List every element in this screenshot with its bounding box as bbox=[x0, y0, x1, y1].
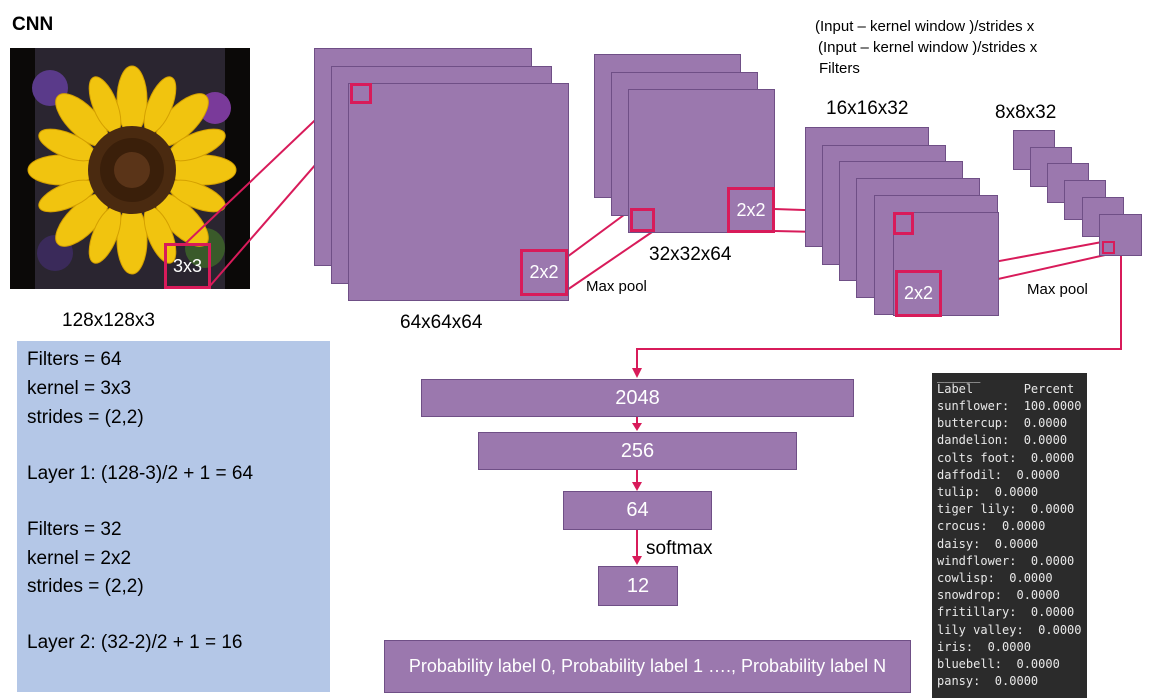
console-row: pansy: 0.0000 bbox=[937, 674, 1039, 688]
info-layer-2: Layer 2: (32-2)/2 + 1 = 16 bbox=[27, 632, 243, 653]
dense-256-label: 256 bbox=[620, 439, 655, 462]
console-row: daffodil: 0.0000 bbox=[937, 468, 1060, 482]
info-filters-1: Filters = 64 bbox=[27, 349, 122, 370]
conv2-dims: 16x16x32 bbox=[826, 98, 909, 119]
conv1-pool-label: 2x2 bbox=[529, 262, 559, 282]
console-row: sunflower: 100.0000 bbox=[937, 399, 1082, 413]
max-pool-label-1: Max pool bbox=[586, 278, 647, 295]
info-strides-1: strides = (2,2) bbox=[27, 407, 144, 428]
console-row: windflower: 0.0000 bbox=[937, 554, 1075, 568]
softmax-label: softmax bbox=[646, 538, 713, 559]
dense-output-12: 12 bbox=[598, 566, 678, 606]
conv2-map-6 bbox=[893, 212, 999, 316]
pool2-map-6 bbox=[1099, 214, 1142, 256]
formula-line-3: Filters bbox=[819, 60, 860, 77]
probability-output-box: Probability label 0, Probability label 1… bbox=[384, 640, 911, 693]
console-row: dandelion: 0.0000 bbox=[937, 433, 1068, 447]
sunflower-illustration bbox=[10, 48, 250, 289]
dense-2048: 2048 bbox=[421, 379, 854, 417]
conv1-dims: 64x64x64 bbox=[400, 312, 483, 333]
console-row: tiger lily: 0.0000 bbox=[937, 502, 1075, 516]
probability-output-text: Probability label 0, Probability label 1… bbox=[408, 656, 887, 676]
dense-output-label: 12 bbox=[626, 574, 650, 597]
diagram-title: CNN bbox=[12, 14, 54, 35]
info-layer-1: Layer 1: (128-3)/2 + 1 = 64 bbox=[27, 463, 254, 484]
console-row: tulip: 0.0000 bbox=[937, 485, 1039, 499]
dense-64-label: 64 bbox=[626, 499, 649, 521]
input-dims: 128x128x3 bbox=[62, 310, 155, 331]
info-kernel-1: kernel = 3x3 bbox=[27, 378, 132, 399]
input-kernel-label: 3x3 bbox=[172, 255, 203, 276]
pool2-dims: 8x8x32 bbox=[995, 102, 1057, 123]
pool2-kernel-box bbox=[1102, 241, 1115, 254]
pool1-dims: 32x32x64 bbox=[649, 244, 732, 265]
formula-line-2: (Input – kernel window )/strides x bbox=[818, 39, 1038, 56]
console-row: lily valley: 0.0000 bbox=[937, 623, 1082, 637]
info-strides-2: strides = (2,2) bbox=[27, 576, 144, 597]
console-rule: ______ bbox=[937, 369, 981, 383]
conv2-pool-box: 2x2 bbox=[895, 270, 942, 317]
console-row: crocus: 0.0000 bbox=[937, 519, 1046, 533]
console-row: buttercup: 0.0000 bbox=[937, 416, 1068, 430]
info-filters-2: Filters = 32 bbox=[27, 519, 122, 540]
prediction-console: ______ Label Percent sunflower: 100.0000… bbox=[932, 369, 1087, 698]
console-row: bluebell: 0.0000 bbox=[937, 657, 1060, 671]
input-kernel-box: 3x3 bbox=[164, 243, 211, 289]
max-pool-label-2: Max pool bbox=[1027, 281, 1088, 298]
layer-info-panel: Filters = 64 kernel = 3x3 strides = (2,2… bbox=[17, 341, 330, 692]
conv2-pool-label: 2x2 bbox=[903, 283, 934, 303]
console-header: Label Percent bbox=[937, 382, 1075, 396]
console-row: fritillary: 0.0000 bbox=[937, 605, 1075, 619]
console-row: colts foot: 0.0000 bbox=[937, 451, 1075, 465]
console-row: daisy: 0.0000 bbox=[937, 537, 1039, 551]
console-row: snowdrop: 0.0000 bbox=[937, 588, 1060, 602]
pool1-pool-label: 2x2 bbox=[736, 199, 766, 220]
console-row: cowlisp: 0.0000 bbox=[937, 571, 1053, 585]
console-row: iris: 0.0000 bbox=[937, 640, 1031, 654]
pool1-kernel-box bbox=[630, 208, 655, 232]
dense-256: 256 bbox=[478, 432, 797, 470]
pool1-pool-box: 2x2 bbox=[727, 187, 775, 233]
dense-64: 64 bbox=[563, 491, 712, 530]
conv1-pool-box: 2x2 bbox=[520, 249, 568, 296]
conv1-map-3 bbox=[348, 83, 569, 301]
formula-line-1: (Input – kernel window )/strides x bbox=[815, 18, 1035, 35]
dense-2048-label: 2048 bbox=[615, 386, 660, 409]
conv2-kernel-box bbox=[893, 212, 914, 235]
conv1-kernel-box bbox=[350, 83, 372, 104]
info-kernel-2: kernel = 2x2 bbox=[27, 548, 132, 569]
